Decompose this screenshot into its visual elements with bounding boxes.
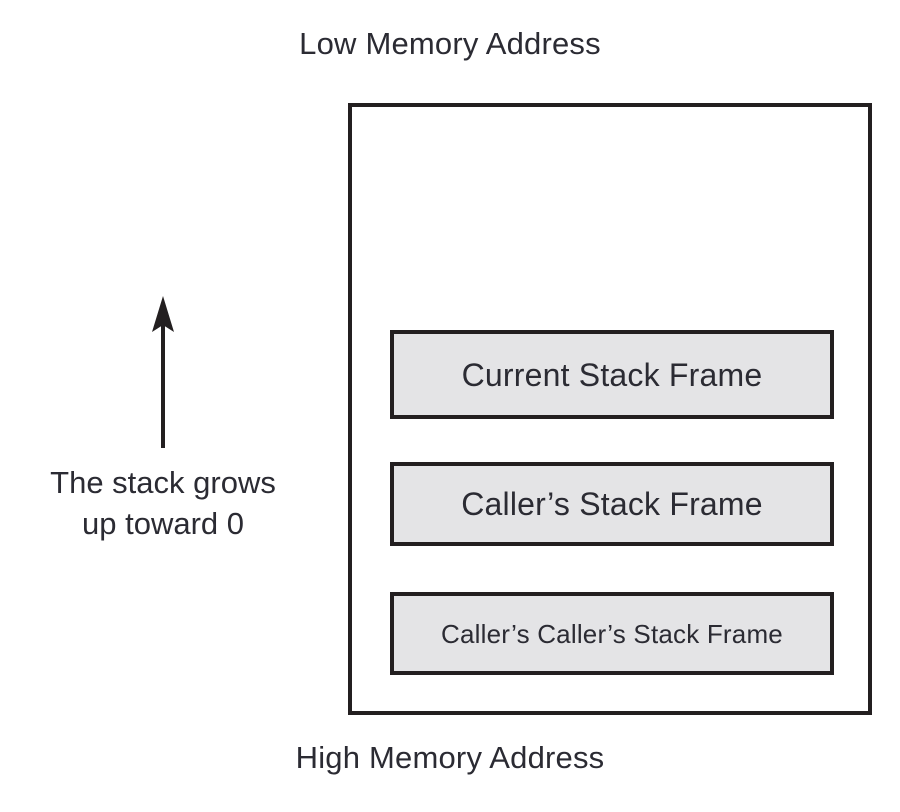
stack-frame-label: Caller’s Caller’s Stack Frame — [441, 618, 783, 649]
stack-frame-label: Caller’s Stack Frame — [461, 486, 763, 522]
high-memory-address-label: High Memory Address — [295, 740, 605, 775]
stack-frame-label: Current Stack Frame — [461, 356, 763, 393]
stack-frame-caller: Caller’s Stack Frame — [390, 462, 834, 546]
stack-growth-up-arrow-icon — [152, 296, 174, 448]
low-memory-address-label: Low Memory Address — [299, 26, 601, 61]
stack-frame-callers-caller: Caller’s Caller’s Stack Frame — [390, 592, 834, 675]
stack-growth-line-2: up toward 0 — [82, 506, 244, 541]
stack-growth-annotation: The stack grows up toward 0 — [8, 462, 318, 544]
stack-growth-line-1: The stack grows — [50, 465, 276, 500]
stack-frame-current: Current Stack Frame — [390, 330, 834, 419]
